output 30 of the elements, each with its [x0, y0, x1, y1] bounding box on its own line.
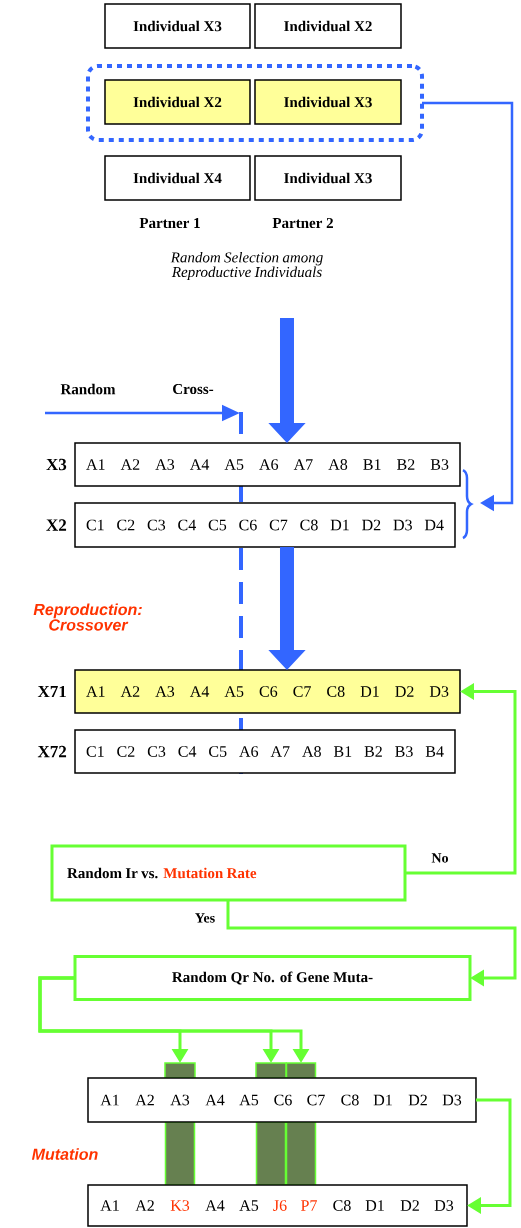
decision-box: Random Ir vs. Mutation Rate — [50, 844, 407, 902]
caption-text: Partner 1 — [139, 218, 200, 229]
caption-text: Random Selection among Reproductive Individuals — [170, 251, 323, 281]
chromosome-box: A1 A2 A3 A4 A5 C6 C7 C8 D1 D2 D3 — [87, 1077, 477, 1123]
individual-box: Individual X3 — [254, 155, 402, 201]
chromosome-box: A1 A2 K3 A4 A5 J6 P7 C8 D1 D2 D3 — [87, 1184, 468, 1227]
caption-text: Partner 2 — [272, 218, 333, 229]
edge-label: Yes — [193, 912, 217, 924]
arrow — [226, 900, 517, 987]
selection-frame — [86, 64, 424, 142]
chromosome-box: C1 C2 C3 C4 C5 C6 C7 C8 D1 D2 D3 D4 — [74, 502, 456, 548]
caption-text: Cross- — [173, 383, 214, 395]
row-label: X72 — [37, 745, 67, 758]
row-label: X71 — [37, 685, 66, 698]
individual-box: Individual X3 — [254, 79, 402, 125]
chromosome-box: A1 A2 A3 A4 A5 A6 A7 A8 B1 B2 B3 — [74, 442, 461, 487]
chromosome-box: C1 C2 C3 C4 C5 A6 A7 A8 B1 B2 B3 B4 — [74, 729, 456, 774]
row-label: X2 — [46, 519, 67, 531]
individual-box: Individual X2 — [104, 79, 251, 125]
stage-title: Mutation — [31, 1148, 98, 1160]
edge-label: No — [430, 852, 450, 864]
individual-box: Individual X4 — [104, 155, 251, 201]
process-box: Random Qr No. of Gene Muta- — [73, 955, 472, 1001]
stage-title: Reproduction: Crossover — [33, 603, 142, 631]
caption-text: Random — [60, 383, 116, 395]
chromosome-box: A1 A2 A3 A4 A5 C6 C7 C8 D1 D2 D3 — [74, 669, 461, 714]
row-label: X3 — [46, 458, 67, 471]
individual-box: Individual X3 — [104, 3, 251, 49]
arrow — [422, 101, 514, 512]
individual-box: Individual X2 — [254, 3, 402, 49]
